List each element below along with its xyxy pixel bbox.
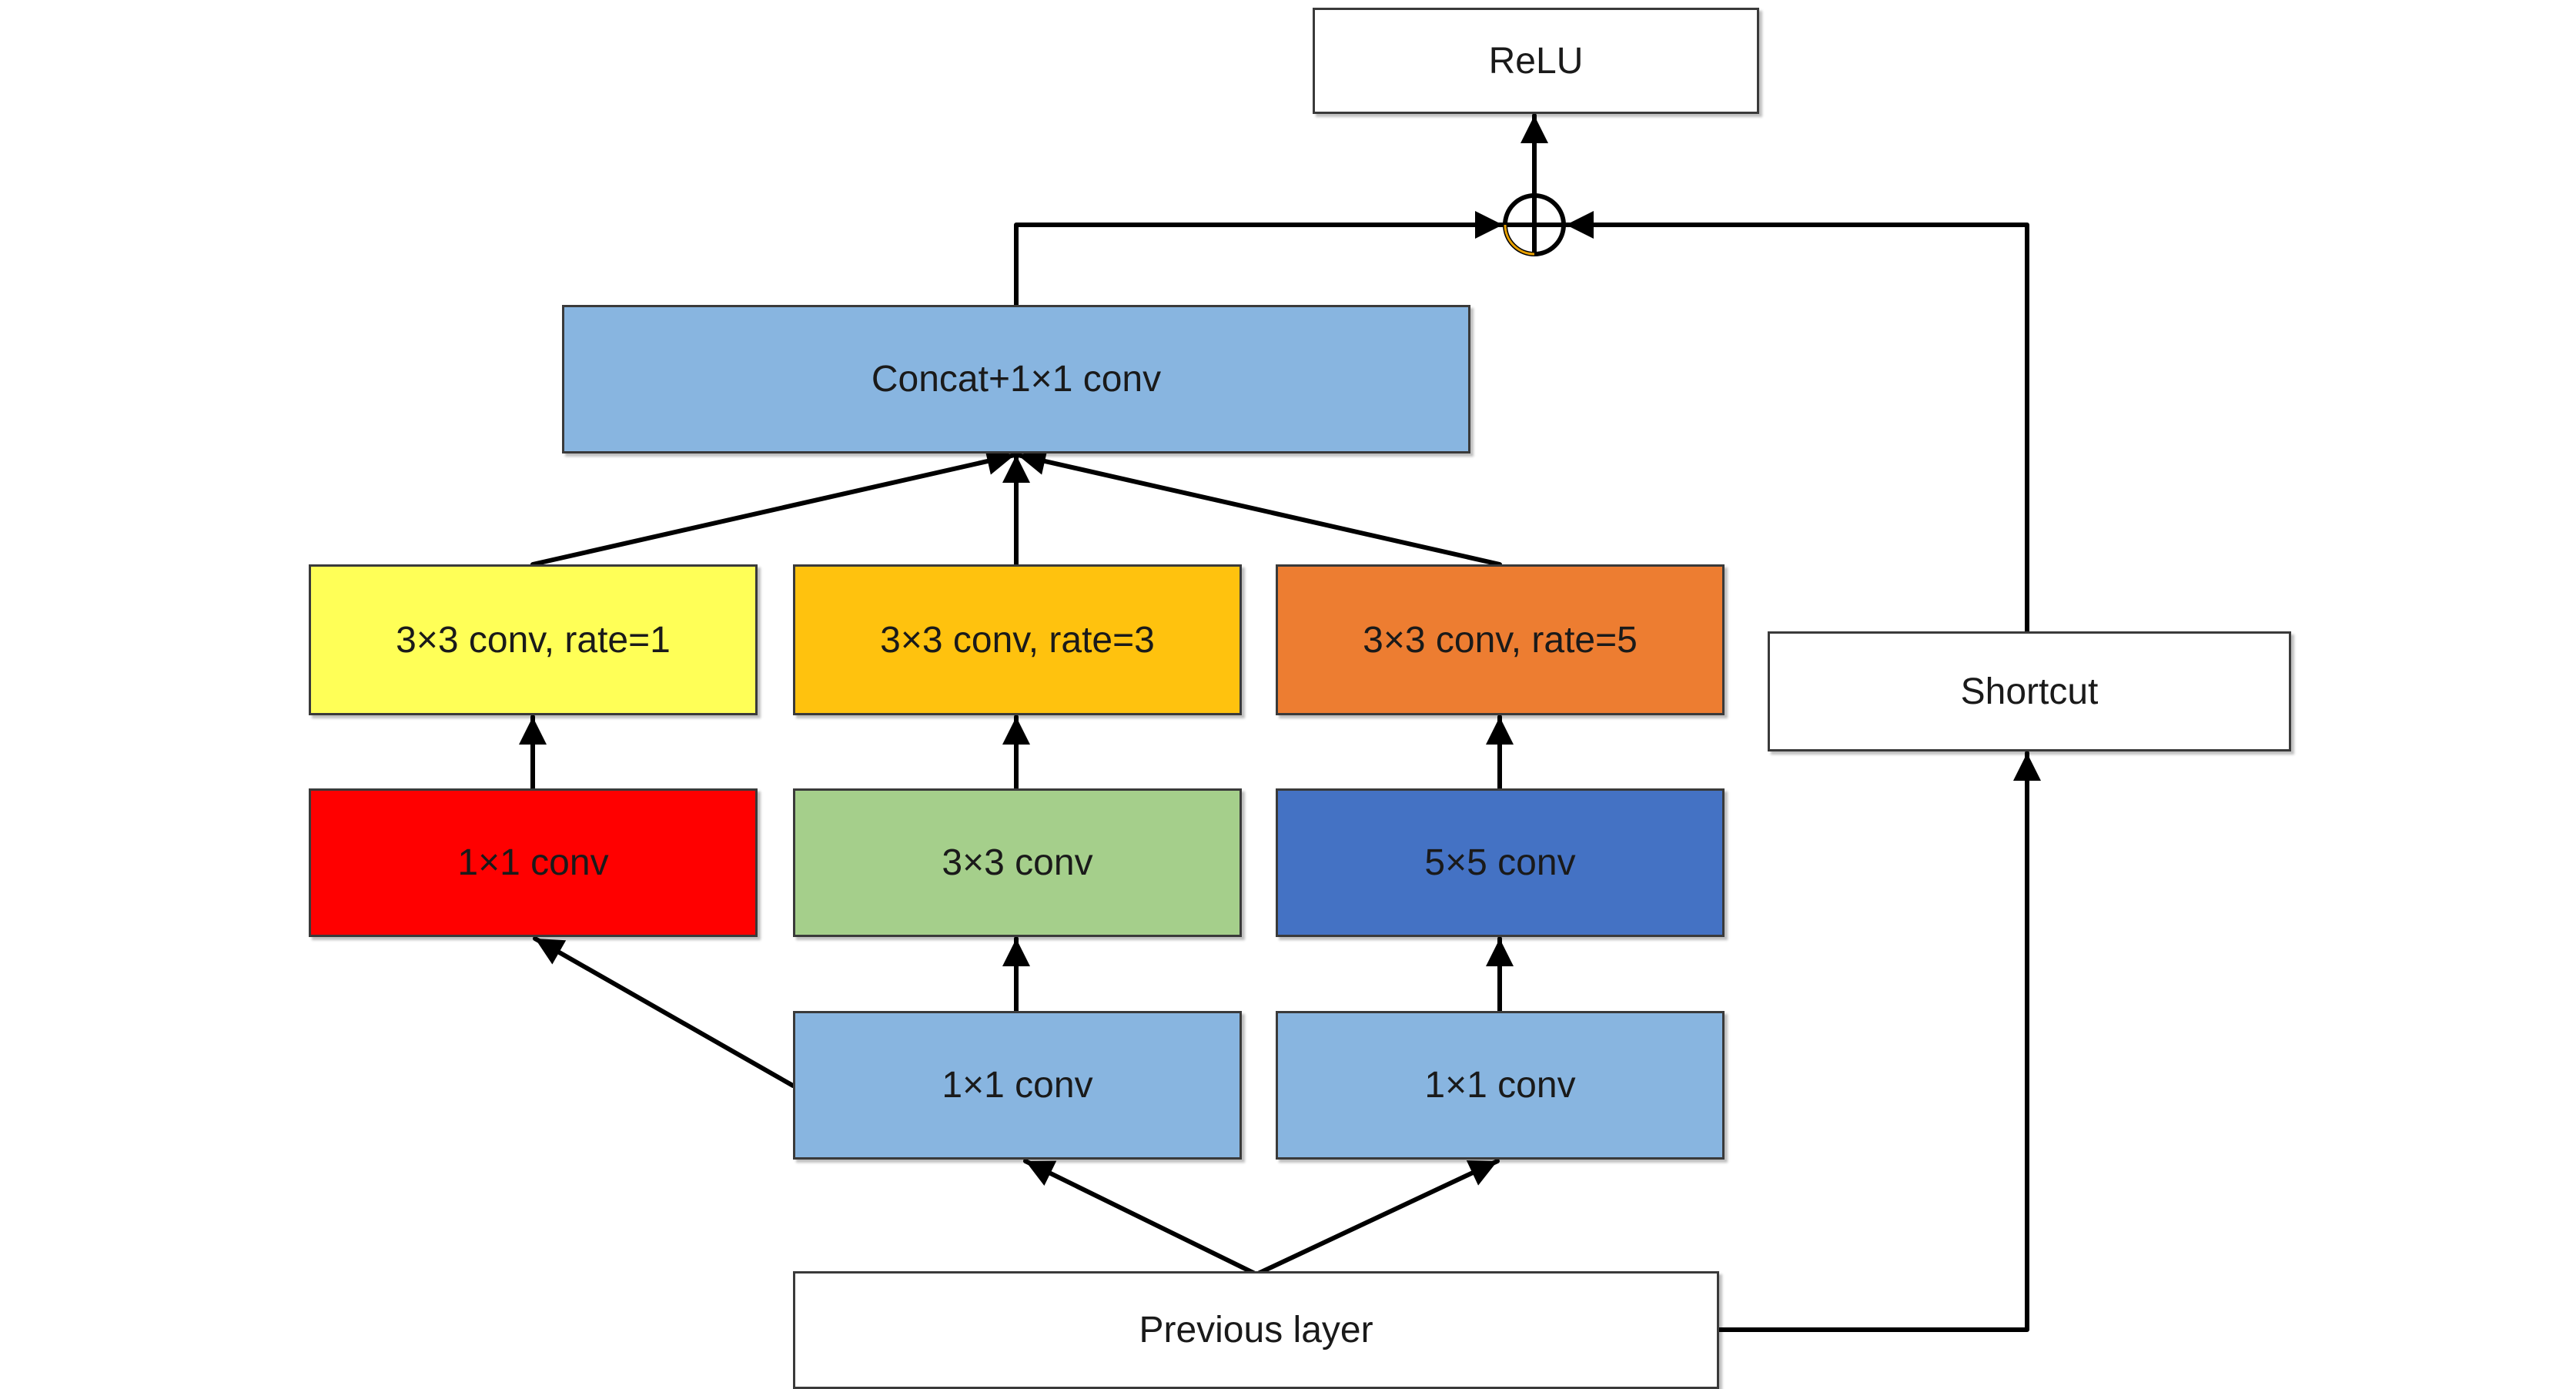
relu-label: ReLU	[1488, 40, 1584, 82]
shortcut-label: Shortcut	[1960, 671, 2099, 712]
previous-layer-block: Previous layer	[793, 1271, 1719, 1389]
edge-rate3-to-concat-arrowhead	[1002, 455, 1030, 483]
edge-reduce-left-to-conv1x1-arrowhead	[535, 939, 567, 965]
edge-rate5-to-concat-arrowhead	[1018, 447, 1049, 475]
edge-prev-to-reduce-left	[1023, 1159, 1259, 1277]
edge-concat-to-sum-arrowhead	[1475, 211, 1503, 239]
reduce-conv-left-label: 1×1 conv	[942, 1065, 1093, 1106]
dilated-conv-rate5-label: 3×3 conv, rate=5	[1363, 619, 1638, 661]
reduce-conv-right-label: 1×1 conv	[1424, 1065, 1576, 1106]
conv1x1-red-block: 1×1 conv	[309, 788, 758, 937]
edge-conv5x5-to-rate5-arrowhead	[1486, 717, 1514, 745]
conv5x5-blue-block: 5×5 conv	[1276, 788, 1725, 937]
edge-shortcut-to-sum	[1564, 223, 2029, 634]
concat-conv-label: Concat+1×1 conv	[871, 359, 1162, 400]
conv3x3-green-block: 3×3 conv	[793, 788, 1242, 937]
dilated-conv-rate1-label: 3×3 conv, rate=1	[396, 619, 671, 661]
edge-concat-to-sum	[1014, 223, 1505, 307]
edge-reduce-left-to-conv3x3-arrowhead	[1002, 939, 1030, 966]
edge-prev-to-reduce-right	[1254, 1159, 1500, 1277]
edge-reduce-left-to-conv1x1	[533, 936, 795, 1088]
conv1x1-red-label: 1×1 conv	[457, 842, 609, 883]
dilated-conv-rate1-block: 3×3 conv, rate=1	[309, 564, 758, 715]
edge-rate1-to-concat-arrowhead	[984, 447, 1015, 475]
sum-node	[1503, 193, 1566, 256]
conv3x3-green-label: 3×3 conv	[942, 842, 1093, 883]
edge-conv1x1-to-rate1-arrowhead	[519, 717, 547, 745]
edge-rate1-to-concat	[530, 453, 1017, 567]
edge-prev-to-reduce-right-arrowhead	[1466, 1160, 1497, 1186]
edge-sum-to-relu-arrowhead	[1521, 115, 1548, 143]
previous-layer-label: Previous layer	[1139, 1310, 1373, 1351]
relu-block: ReLU	[1313, 8, 1759, 114]
reduce-conv-left-block: 1×1 conv	[793, 1011, 1242, 1160]
dilated-conv-rate5-block: 3×3 conv, rate=5	[1276, 564, 1725, 715]
dilated-conv-rate3-label: 3×3 conv, rate=3	[880, 619, 1155, 661]
edge-shortcut-to-sum-arrowhead	[1566, 211, 1594, 239]
edge-conv3x3-to-rate3-arrowhead	[1002, 717, 1030, 745]
dilated-conv-rate3-block: 3×3 conv, rate=3	[793, 564, 1242, 715]
concat-conv-block: Concat+1×1 conv	[562, 305, 1470, 454]
edge-rate5-to-concat	[1015, 453, 1502, 567]
shortcut-block: Shortcut	[1768, 631, 2291, 751]
edge-prev-to-shortcut	[1717, 751, 2029, 1332]
conv5x5-blue-label: 5×5 conv	[1424, 842, 1576, 883]
edge-prev-to-reduce-left-arrowhead	[1025, 1160, 1057, 1187]
edge-prev-to-shortcut-arrowhead	[2013, 753, 2041, 781]
reduce-conv-right-block: 1×1 conv	[1276, 1011, 1725, 1160]
edge-reduce-right-to-conv5x5-arrowhead	[1486, 939, 1514, 966]
